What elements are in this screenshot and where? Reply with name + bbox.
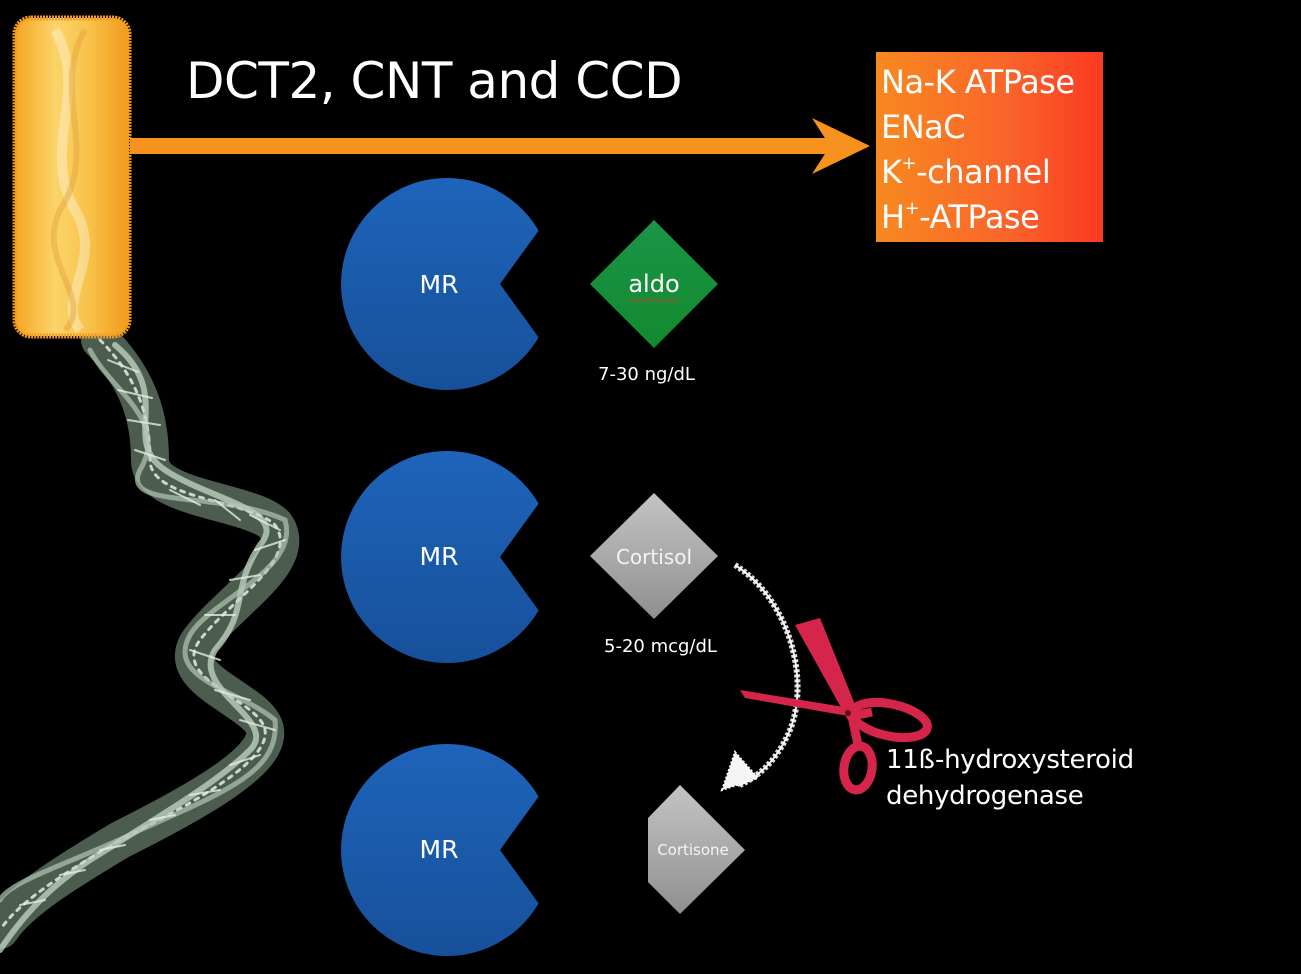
mr-receptor-1: [341, 178, 539, 390]
target-proteins-box: Na-K ATPase ENaC K+-channel H+-ATPase: [876, 52, 1103, 242]
enzyme-label: 11ß-hydroxysteroid dehydrogenase: [886, 745, 1134, 811]
conversion-arrow: [720, 562, 801, 792]
target-item: H+-ATPase: [881, 198, 1040, 236]
mr-receptor-label: MR: [419, 270, 459, 299]
scissors-icon: [740, 618, 932, 795]
aldo-ligand: [590, 220, 718, 348]
mr-receptor-2: [341, 451, 539, 664]
dna-helix-icon: [0, 321, 300, 953]
gene-promoter-icon: [12, 15, 132, 339]
cortisone-ligand: [648, 785, 745, 914]
target-item: K+-channel: [881, 153, 1051, 191]
page-title: DCT2, CNT and CCD: [186, 52, 683, 110]
mr-receptor-3: [341, 744, 539, 957]
aldo-label: aldo: [628, 270, 680, 298]
target-item: Na-K ATPase: [881, 63, 1075, 101]
aldo-concentration: 7-30 ng/dL: [598, 364, 695, 385]
target-item: ENaC: [881, 108, 966, 146]
mr-receptor-label: MR: [419, 542, 459, 571]
cortisol-ligand: [590, 493, 718, 619]
mr-receptor-label: MR: [419, 835, 459, 864]
cortisol-concentration: 5-20 mcg/dL: [604, 636, 717, 657]
transcription-arrow: [130, 118, 870, 174]
cortisol-label: Cortisol: [615, 545, 693, 569]
cortisone-label: Cortisone: [657, 841, 729, 859]
